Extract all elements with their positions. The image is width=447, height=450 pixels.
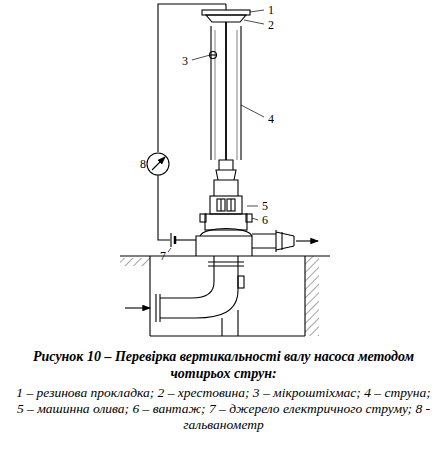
oil-bath: [200, 214, 206, 222]
support-leg: [222, 310, 238, 336]
flow-arrow: [125, 307, 150, 308]
coupling-box: [210, 196, 242, 214]
shaft-stand: [214, 180, 238, 196]
galvanometer: [147, 153, 169, 175]
drain-plug: [238, 276, 244, 288]
bearing-housing: [205, 214, 247, 230]
coupling-window: [227, 199, 235, 211]
callout-number: 3: [182, 55, 188, 67]
pump-drawing: [0, 0, 447, 345]
floor-flange: [208, 262, 244, 266]
elbow-inner: [160, 256, 238, 318]
ground-hatch-left: [120, 258, 150, 266]
battery: [170, 233, 171, 247]
crosspiece: [206, 15, 246, 22]
wire: [158, 175, 170, 240]
figure-title: Рисунок 10 – Перевірка вертикальності ва…: [12, 348, 435, 382]
rubber-gasket: [202, 10, 250, 15]
inlet-flange: [156, 294, 160, 322]
flow-arrow: [296, 240, 318, 241]
shaft-end: [219, 160, 233, 170]
callout-number: 1: [268, 4, 274, 16]
callout-number: 6: [262, 214, 268, 226]
discharge-pipe: [252, 234, 276, 248]
micrometer: [210, 52, 217, 59]
discharge-flange: [276, 230, 294, 252]
figure-caption: 1 – резинова прокладка; 2 – хрестовина; …: [12, 385, 435, 433]
pump-base: [196, 236, 252, 256]
wire: [176, 239, 196, 240]
floor-line: [120, 255, 330, 256]
battery: [174, 236, 177, 244]
callout-number: 5: [262, 200, 268, 212]
column-wall: [240, 26, 241, 160]
callout-number: 7: [160, 250, 166, 262]
string: [225, 22, 227, 160]
column-wall: [210, 26, 211, 160]
callout-number: 2: [268, 19, 274, 31]
coupling-window: [217, 199, 225, 211]
elbow-outer: [160, 256, 214, 298]
shaft-coupling: [216, 170, 236, 180]
wire: [158, 4, 226, 152]
weight: [246, 214, 252, 222]
pit-wall: [304, 256, 305, 336]
pit-outline: [150, 256, 305, 336]
callout-number: 4: [268, 113, 274, 125]
callout-number: 8: [140, 158, 146, 170]
ground-hatch: [305, 256, 319, 336]
